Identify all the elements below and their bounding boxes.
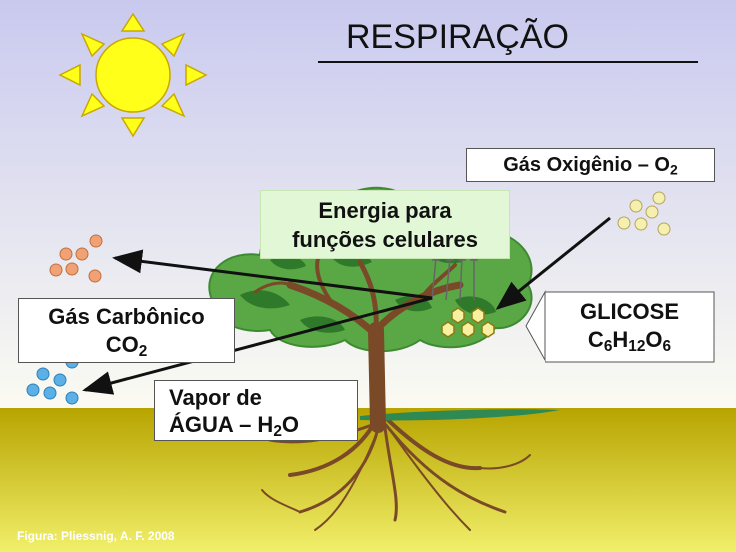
title-underline <box>318 61 698 63</box>
glucose-label: GLICOSE C6H12O6 <box>546 293 713 361</box>
co2-label-line1: Gás Carbônico <box>48 304 205 329</box>
glucose-formula: C6H12O6 <box>587 327 672 355</box>
co2-label: Gás Carbônico CO2 <box>18 298 235 363</box>
co2-label-line2: CO2 <box>105 332 148 360</box>
diagram-title: RESPIRAÇÃO <box>346 18 569 56</box>
glucose-label-line1: GLICOSE <box>579 299 679 324</box>
tree-roots <box>261 418 531 531</box>
glucose-molecules-icon <box>441 307 495 338</box>
water-label-line2: ÁGUA – H2O <box>169 412 299 440</box>
oxygen-molecules-icon <box>617 191 671 236</box>
figure-credit: Figura: Pliessnig, A. F. 2008 <box>17 529 175 543</box>
glucose-input-arrow <box>525 290 715 363</box>
energy-label-line1: Energia para <box>318 198 452 223</box>
flow-arrows <box>82 216 611 395</box>
oxygen-intake-arrow <box>495 216 611 310</box>
energy-label-line2: funções celulares <box>292 227 478 252</box>
oxygen-label-text: Gás Oxigênio – O <box>503 154 670 176</box>
co2-molecules-icon <box>49 234 103 283</box>
oxygen-label: Gás Oxigênio – O2 <box>466 148 715 182</box>
co2-release-arrow <box>112 249 433 300</box>
water-molecules-icon <box>26 355 79 405</box>
water-release-arrow <box>82 296 433 395</box>
sun-icon <box>58 12 208 138</box>
energy-label: Energia para funções celulares <box>260 190 510 259</box>
ground-shadow <box>360 409 560 421</box>
oxygen-subscript: 2 <box>669 161 678 178</box>
water-label: Vapor de ÁGUA – H2O <box>154 380 358 441</box>
water-label-line1: Vapor de <box>169 385 262 410</box>
